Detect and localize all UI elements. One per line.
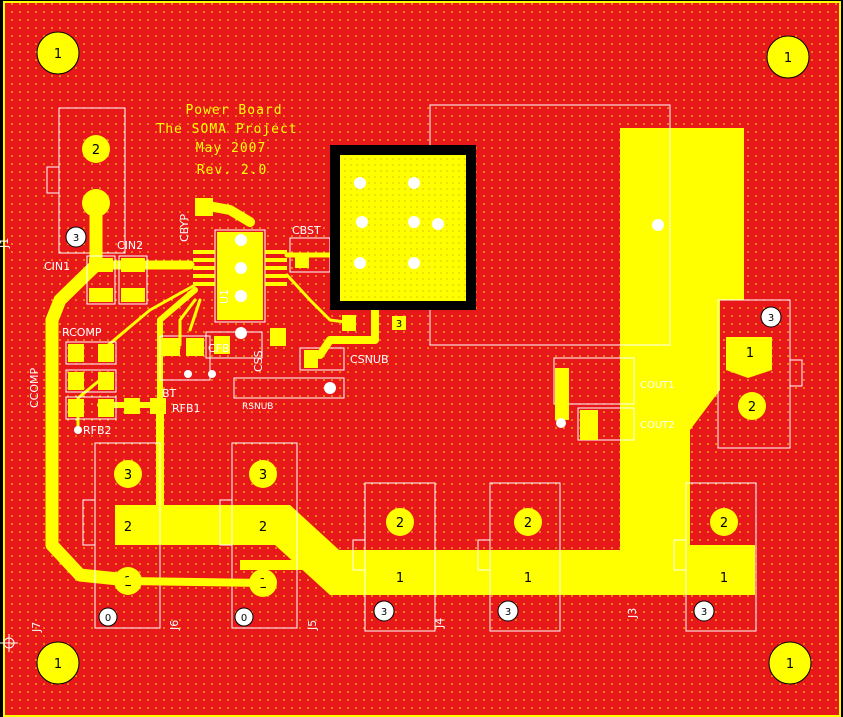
svg-text:1: 1	[786, 657, 794, 672]
switch-heatsink	[330, 145, 664, 310]
svg-text:1: 1	[54, 47, 62, 62]
svg-text:CSNUB: CSNUB	[350, 353, 389, 366]
svg-text:J3: J3	[626, 608, 639, 619]
svg-text:J6: J6	[168, 620, 181, 631]
connector-j3-top: 1 2 3	[717, 299, 803, 449]
component-cbyp: CBYP	[178, 198, 255, 242]
svg-text:3: 3	[396, 319, 402, 330]
component-cin1: CIN1	[44, 255, 116, 305]
connector-j4: 2 1 3 J4	[352, 482, 446, 632]
svg-text:Rev. 2.0: Rev. 2.0	[197, 163, 268, 178]
svg-text:1: 1	[720, 571, 728, 586]
svg-text:J1: J1	[0, 238, 11, 249]
svg-text:COUT2: COUT2	[640, 420, 675, 431]
svg-text:CCOMP: CCOMP	[28, 367, 41, 408]
svg-text:1: 1	[524, 571, 532, 586]
component-rfb1: RFB1	[124, 398, 201, 415]
svg-text:3: 3	[701, 607, 707, 618]
svg-text:3: 3	[768, 313, 774, 324]
svg-text:3: 3	[381, 607, 387, 618]
svg-text:The SOMA Project: The SOMA Project	[156, 122, 297, 137]
svg-text:Power Board: Power Board	[185, 103, 282, 118]
mounting-hole-bl: 1	[36, 641, 80, 685]
component-u1: U1	[193, 229, 287, 339]
svg-text:3: 3	[505, 607, 511, 618]
component-rsnub: RSNUB	[233, 377, 345, 412]
output-power-pour	[240, 128, 755, 595]
component-csnub: CSNUB	[299, 347, 389, 371]
component-ccomp: CCOMP	[28, 367, 117, 408]
svg-text:CIN1: CIN1	[44, 260, 70, 273]
svg-text:U1: U1	[218, 289, 231, 304]
component-css: CSS	[252, 328, 286, 372]
svg-text:2: 2	[124, 520, 132, 535]
trace-j6-j5-gnd	[124, 577, 267, 587]
svg-text:COUT1: COUT1	[640, 380, 675, 391]
svg-text:1: 1	[396, 571, 404, 586]
svg-text:2: 2	[259, 520, 267, 535]
svg-text:1: 1	[784, 51, 792, 66]
svg-text:1: 1	[54, 657, 62, 672]
svg-text:RCOMP: RCOMP	[62, 326, 102, 339]
pad-sw	[342, 315, 356, 331]
title-block: Power Board The SOMA Project May 2007 Re…	[156, 103, 297, 178]
input-power-pour	[115, 505, 620, 595]
component-rcomp: RCOMP	[62, 326, 117, 365]
svg-text:2: 2	[524, 516, 532, 531]
svg-text:1: 1	[746, 346, 754, 361]
trace-rcomp	[98, 283, 197, 354]
mounting-hole-tr: 1	[766, 35, 810, 79]
svg-text:2: 2	[720, 516, 728, 531]
svg-text:CFB: CFB	[208, 342, 230, 355]
svg-text:RFB2: RFB2	[83, 424, 112, 437]
trace-u1-fanout	[178, 273, 347, 347]
svg-text:J4: J4	[433, 618, 446, 629]
pad-aux	[392, 316, 406, 330]
svg-text:May 2007: May 2007	[196, 141, 267, 156]
svg-text:2: 2	[92, 143, 100, 158]
mounting-hole-tl: 1	[36, 31, 80, 75]
component-rfb2: RFB2	[65, 396, 117, 437]
connector-j3-mid: 2 1 3 J3	[477, 482, 639, 632]
svg-text:CSS: CSS	[252, 350, 265, 372]
svg-text:2: 2	[396, 516, 404, 531]
svg-text:RSNUB: RSNUB	[242, 402, 273, 412]
svg-text:CBST: CBST	[292, 224, 321, 237]
component-cout2: COUT2	[556, 407, 675, 441]
svg-text:2: 2	[748, 400, 756, 415]
svg-text:CBYP: CBYP	[178, 214, 191, 242]
component-cfb: CFB	[205, 331, 263, 359]
svg-text:J5: J5	[306, 620, 319, 631]
svg-text:3: 3	[259, 468, 267, 483]
component-cin2: CIN2	[117, 239, 148, 305]
label-j7: J7	[30, 622, 43, 633]
mounting-hole-br: 1	[768, 641, 812, 685]
trace-snubber	[316, 296, 379, 359]
svg-text:3: 3	[73, 233, 79, 244]
connector-j-right-bottom: 2 1 3	[673, 482, 757, 632]
svg-text:0: 0	[105, 613, 111, 624]
component-cout1: COUT1	[553, 357, 675, 420]
svg-text:3: 3	[124, 468, 132, 483]
svg-text:0: 0	[241, 613, 247, 624]
connector-j1: 2 3 J1	[0, 107, 126, 254]
svg-text:BT: BT	[162, 387, 177, 400]
svg-text:CIN2: CIN2	[117, 239, 143, 252]
svg-text:RFB1: RFB1	[172, 402, 201, 415]
origin-marker-icon	[0, 634, 18, 652]
